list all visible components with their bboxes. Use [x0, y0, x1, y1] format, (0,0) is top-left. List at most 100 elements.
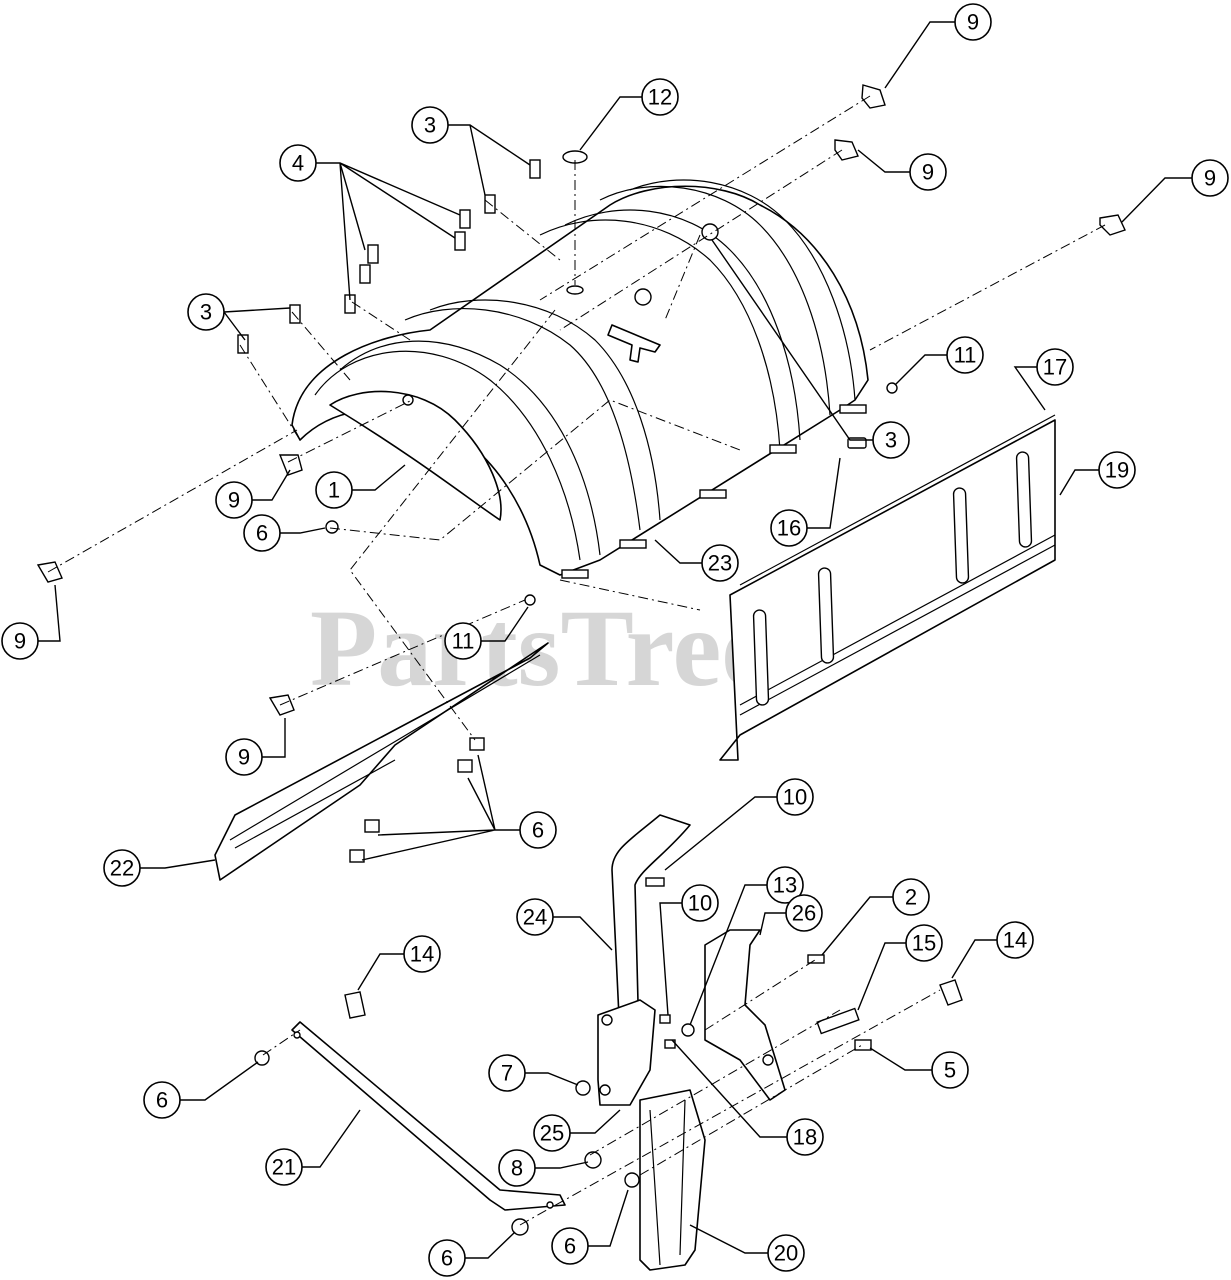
fender-key-slot — [607, 324, 661, 363]
callout-9-top: 9 — [954, 3, 992, 41]
rear-panel-slots — [752, 451, 1033, 706]
shoulder-bolt-icon — [344, 991, 366, 1019]
rear-panel — [719, 414, 1056, 761]
rod-body — [291, 1021, 566, 1211]
svg-text:8: 8 — [511, 1156, 523, 1181]
svg-text:9: 9 — [1204, 166, 1216, 191]
svg-text:9: 9 — [922, 160, 934, 185]
right-bracket — [704, 929, 786, 1101]
shoulder-bolt-icon — [939, 979, 963, 1006]
svg-text:6: 6 — [564, 1234, 576, 1259]
pedal-rib — [649, 1099, 686, 1266]
callout-14-left: 14 — [403, 935, 441, 973]
svg-text:12: 12 — [648, 85, 672, 110]
fender-rib-8 — [629, 179, 856, 401]
svg-text:23: 23 — [708, 551, 732, 576]
callout-8: 8 — [498, 1149, 536, 1187]
svg-text:11: 11 — [452, 629, 475, 654]
fender-rib-3 — [404, 307, 641, 531]
assembly-lines — [47, 95, 1106, 1226]
callout-3-top: 3 — [411, 106, 449, 144]
svg-text:4: 4 — [292, 151, 304, 176]
left-plate — [597, 999, 656, 1106]
svg-text:25: 25 — [540, 1121, 564, 1146]
svg-text:6: 6 — [532, 818, 544, 843]
callout-1: 1 — [315, 471, 353, 509]
svg-text:22: 22 — [110, 856, 134, 881]
svg-text:14: 14 — [1003, 928, 1027, 953]
svg-text:9: 9 — [14, 629, 26, 654]
side-bracket — [214, 642, 549, 881]
svg-text:1: 1 — [328, 478, 340, 503]
callout-10-top: 10 — [776, 778, 814, 816]
rear-panel-body — [719, 419, 1056, 761]
fender-wheel-opening — [329, 390, 502, 521]
clip-icon — [861, 84, 886, 109]
svg-text:3: 3 — [885, 428, 897, 453]
svg-text:6: 6 — [441, 1246, 453, 1271]
fender-assembly — [291, 179, 869, 579]
callout-6-mid: 6 — [243, 514, 281, 552]
fender-rib-5 — [539, 219, 781, 451]
callout-6-bottom-mid: 6 — [551, 1227, 589, 1265]
svg-text:21: 21 — [272, 1155, 296, 1180]
svg-text:24: 24 — [523, 905, 547, 930]
callout-26: 26 — [785, 894, 823, 932]
svg-text:10: 10 — [783, 785, 807, 810]
svg-text:9: 9 — [238, 745, 250, 770]
svg-text:17: 17 — [1043, 355, 1067, 380]
callout-9-far-left: 9 — [1, 622, 39, 660]
svg-text:9: 9 — [967, 10, 979, 35]
svg-text:10: 10 — [688, 891, 712, 916]
rear-panel-fold — [739, 534, 1056, 716]
svg-text:6: 6 — [156, 1088, 168, 1113]
callout-7: 7 — [488, 1054, 526, 1092]
clip-icon — [834, 139, 859, 161]
callout-9-left-mid: 9 — [215, 481, 253, 519]
callout-9-right: 9 — [909, 153, 947, 191]
hardware — [36, 84, 1126, 1236]
callout-9-lower-left: 9 — [225, 738, 263, 776]
clip-icon — [268, 694, 295, 716]
callout-24: 24 — [516, 898, 554, 936]
fender-rib-6 — [564, 209, 801, 441]
callout-2: 2 — [892, 878, 930, 916]
callout-10-mid: 10 — [681, 884, 719, 922]
callout-14-right: 14 — [996, 921, 1034, 959]
svg-text:13: 13 — [773, 873, 797, 898]
clip-icon — [278, 454, 303, 476]
callout-11-right: 11 — [946, 336, 984, 374]
callout-6-bracket: 6 — [519, 811, 557, 849]
clip-icon — [1099, 214, 1126, 236]
left-plate-body — [597, 999, 656, 1106]
callout-3-left: 3 — [187, 293, 225, 331]
callout-9-far-right: 9 — [1191, 159, 1229, 197]
svg-text:18: 18 — [793, 1125, 817, 1150]
svg-text:6: 6 — [256, 521, 268, 546]
svg-text:5: 5 — [944, 1058, 956, 1083]
callout-6-bottom-left: 6 — [428, 1239, 466, 1277]
rear-panel-hinge — [739, 414, 1056, 586]
callout-25: 25 — [533, 1114, 571, 1152]
svg-text:19: 19 — [1105, 458, 1129, 483]
callout-17: 17 — [1036, 348, 1074, 386]
side-bracket-body — [214, 642, 549, 881]
callout-12: 12 — [641, 78, 679, 116]
fender-rib-2 — [339, 340, 601, 556]
callout-21: 21 — [265, 1148, 303, 1186]
clip-icon — [36, 561, 63, 583]
callout-5: 5 — [931, 1051, 969, 1089]
fender-rib-7 — [599, 185, 831, 416]
pedal — [639, 1089, 706, 1271]
callout-18: 18 — [786, 1118, 824, 1156]
callout-20: 20 — [767, 1234, 805, 1272]
fender-rib-4 — [429, 299, 661, 521]
fender-tabs — [561, 404, 867, 579]
svg-text:15: 15 — [912, 931, 936, 956]
pedal-body — [639, 1089, 706, 1271]
svg-text:3: 3 — [424, 113, 436, 138]
callout-15: 15 — [905, 924, 943, 962]
svg-text:16: 16 — [777, 516, 801, 541]
callout-4: 4 — [279, 144, 317, 182]
callouts: 9 12 3 4 9 9 3 11 17 — [1, 3, 1229, 1277]
